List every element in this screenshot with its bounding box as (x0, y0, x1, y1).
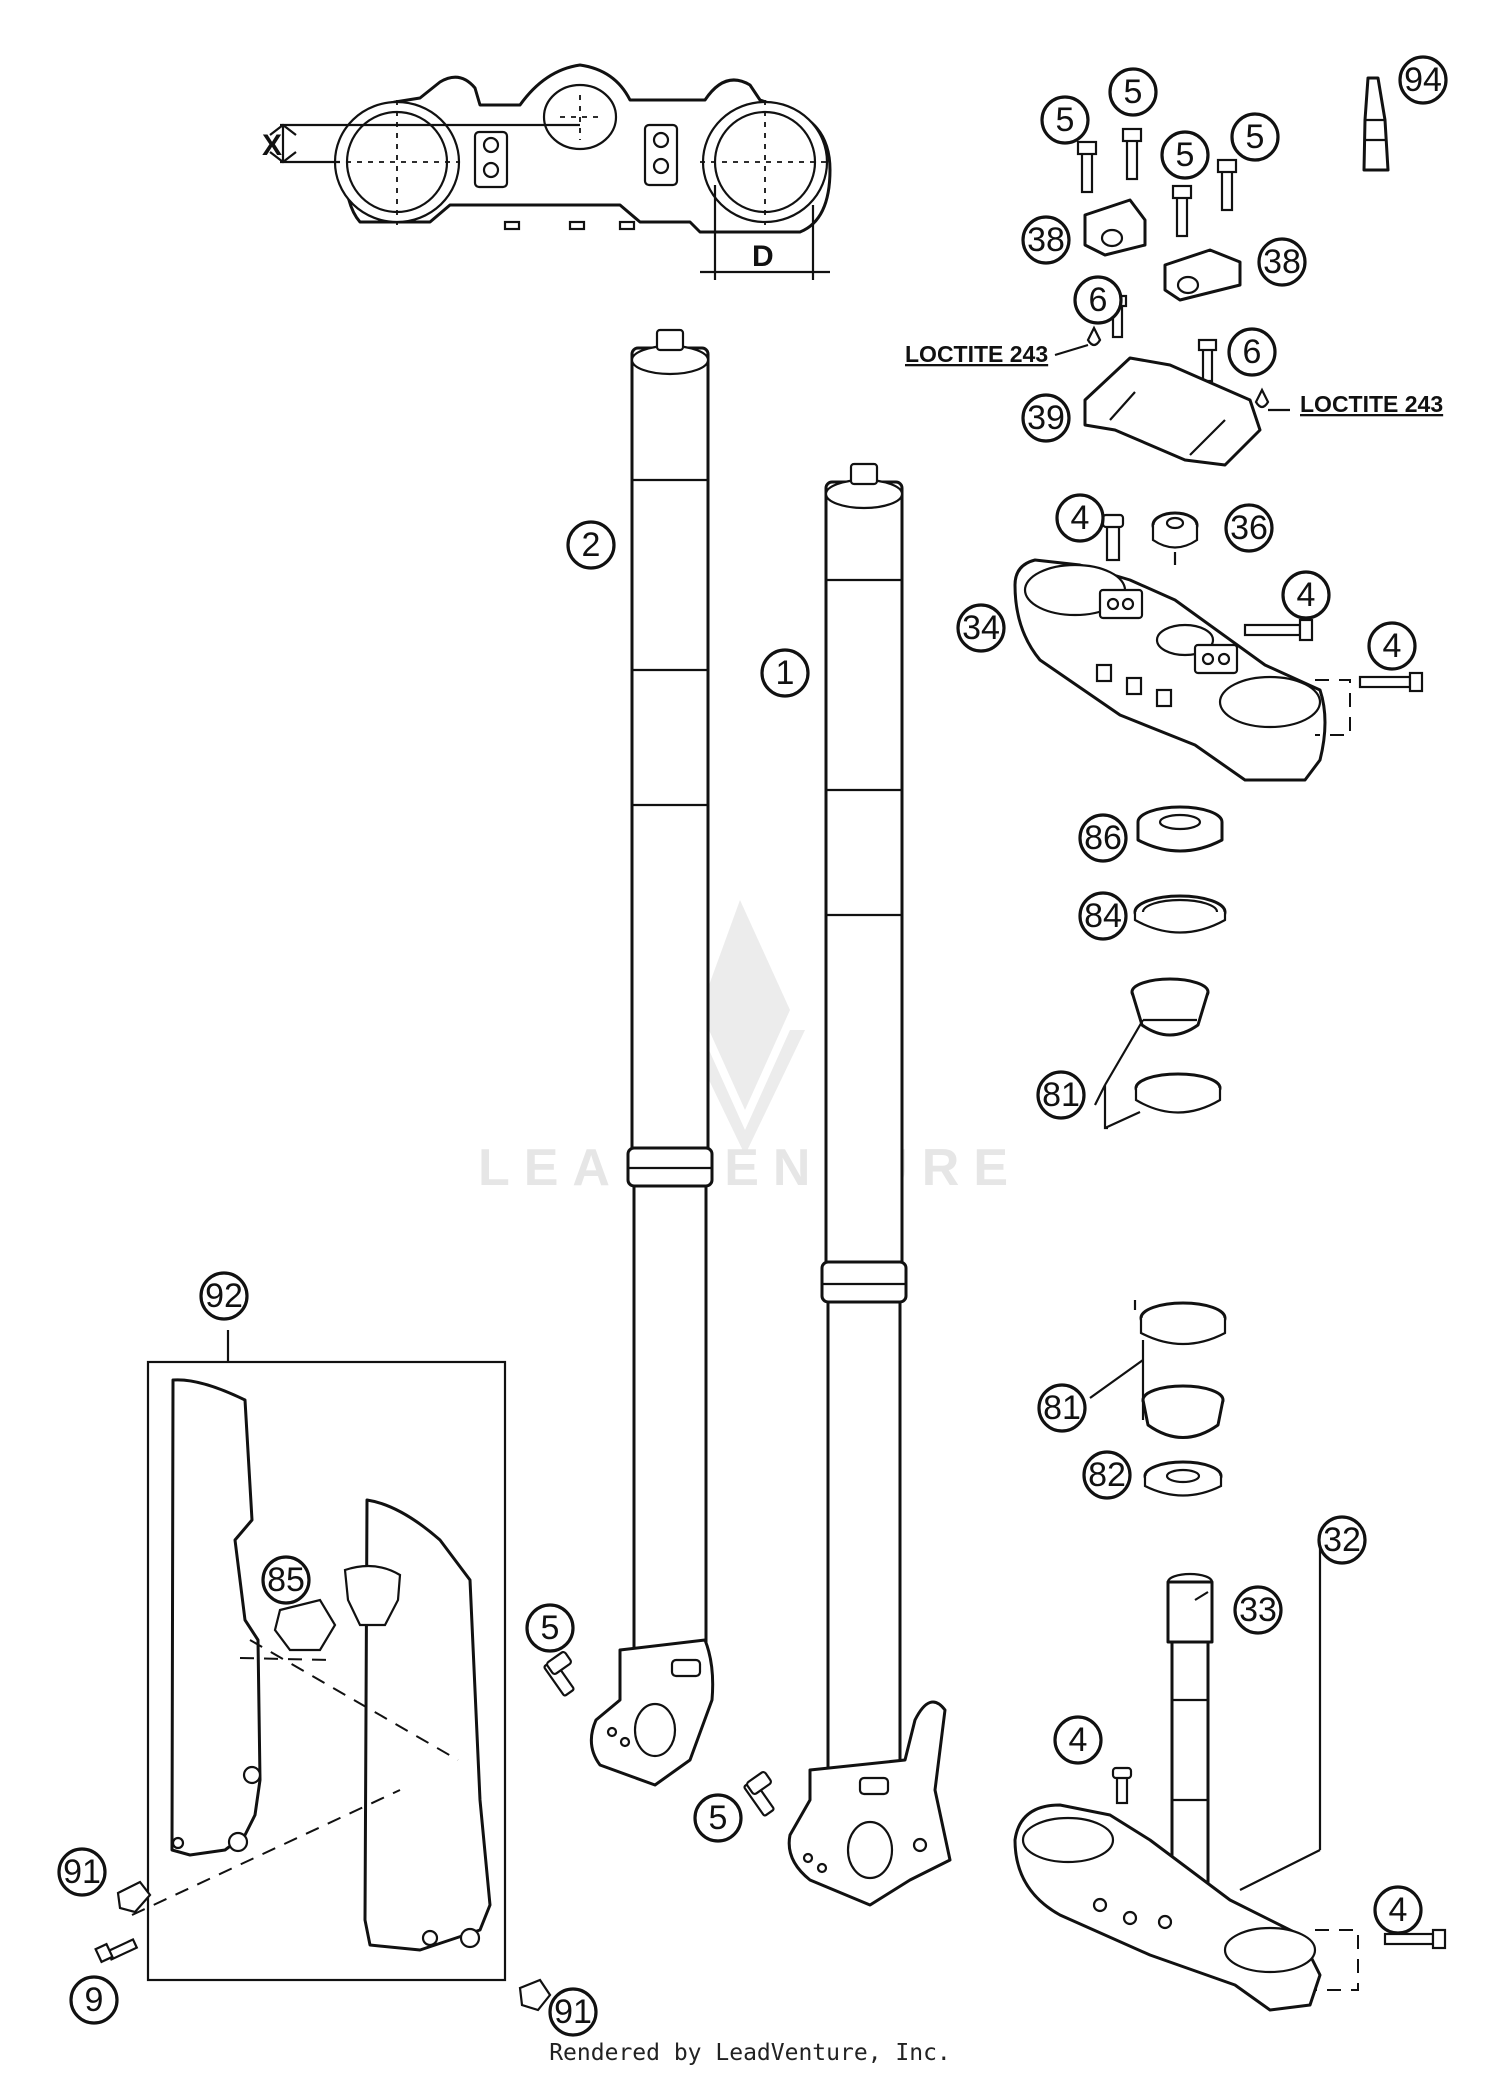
callouts: 1 2 5 5 5 5 94 38 38 6 6 39 4 36 4 34 4 … (57, 55, 1448, 2037)
svg-text:85: 85 (267, 1561, 305, 1599)
svg-text:6: 6 (1243, 333, 1262, 371)
svg-text:5: 5 (1056, 101, 1075, 139)
svg-text:81: 81 (1042, 1076, 1080, 1114)
callout-4-d: 4 (1053, 1715, 1103, 1765)
watermark: LEADVENTURE (478, 900, 1022, 1197)
bearing-81-upper (1094, 977, 1222, 1130)
callout-6-right: 6 (1227, 327, 1277, 377)
dimension-x-label: X (262, 129, 282, 162)
callout-4-b: 4 (1281, 570, 1331, 620)
callout-92: 92 (199, 1271, 249, 1321)
svg-text:5: 5 (1176, 136, 1195, 174)
fork-leg-2 (589, 328, 715, 1787)
callout-81-upper: 81 (1036, 1070, 1086, 1120)
dimension-d-label: D (752, 240, 774, 273)
fork-guard-kit (131, 1330, 507, 1982)
screw-9 (94, 1937, 139, 1964)
callout-94: 94 (1398, 55, 1448, 105)
svg-text:34: 34 (962, 609, 1000, 647)
seal-ring-84 (1133, 894, 1227, 934)
sealant-bottle-94 (1362, 76, 1390, 172)
callout-85: 85 (261, 1555, 311, 1605)
callout-1: 1 (760, 648, 810, 698)
svg-text:5: 5 (1124, 73, 1143, 111)
callout-82: 82 (1082, 1450, 1132, 1500)
svg-text:4: 4 (1069, 1721, 1088, 1759)
svg-text:82: 82 (1088, 1456, 1126, 1494)
handlebar-clamp-base-39 (1083, 356, 1262, 467)
callout-91-left: 91 (57, 1847, 107, 1897)
dust-seal-82 (1143, 1460, 1223, 1497)
guard-bolt-91-right (518, 1978, 552, 2012)
callout-91-right: 91 (548, 1987, 598, 2037)
render-credit: Rendered by LeadVenture, Inc. (549, 2040, 951, 2066)
lower-triple-clamp-32 (1013, 1535, 1447, 2012)
callout-4-e: 4 (1373, 1885, 1423, 1935)
callout-2: 2 (566, 520, 616, 570)
svg-text:32: 32 (1323, 1521, 1361, 1559)
svg-text:94: 94 (1404, 61, 1442, 99)
callout-86: 86 (1078, 813, 1128, 863)
fork-bolt-left (543, 1651, 575, 1697)
svg-text:4: 4 (1383, 627, 1402, 665)
callout-81-lower: 81 (1037, 1383, 1087, 1433)
svg-text:39: 39 (1027, 399, 1065, 437)
callout-38-right: 38 (1257, 237, 1307, 287)
svg-text:9: 9 (85, 1981, 104, 2019)
svg-text:4: 4 (1297, 576, 1316, 614)
handlebar-clamp-38-left (1083, 198, 1147, 257)
svg-text:81: 81 (1043, 1389, 1081, 1427)
fork-leg-1 (787, 462, 952, 1907)
callout-33: 33 (1233, 1585, 1283, 1635)
callout-32: 32 (1317, 1515, 1367, 1565)
watermark-text: LEADVENTURE (478, 1139, 1022, 1197)
upper-triple-clamp-34 (1013, 513, 1424, 782)
svg-text:4: 4 (1071, 499, 1090, 537)
svg-text:5: 5 (709, 1799, 728, 1837)
callout-34: 34 (956, 603, 1006, 653)
svg-text:84: 84 (1084, 897, 1122, 935)
svg-text:36: 36 (1230, 509, 1268, 547)
svg-text:6: 6 (1089, 281, 1108, 319)
callout-4-a: 4 (1055, 493, 1105, 543)
loctite-note-left: LOCTITE 243 (905, 341, 1048, 367)
callout-39: 39 (1021, 393, 1071, 443)
callout-5-top-a: 5 (1040, 95, 1090, 145)
bearing-81-lower (1089, 1300, 1227, 1439)
triple-clamp-dimension-view: X D (262, 63, 832, 280)
svg-text:86: 86 (1084, 819, 1122, 857)
svg-text:4: 4 (1389, 1891, 1408, 1929)
svg-text:91: 91 (554, 1993, 592, 2031)
svg-text:38: 38 (1263, 243, 1301, 281)
svg-text:1: 1 (776, 654, 795, 692)
steering-nut-36 (1151, 511, 1199, 565)
callout-36: 36 (1224, 503, 1274, 553)
svg-text:91: 91 (63, 1853, 101, 1891)
svg-text:38: 38 (1027, 221, 1065, 259)
svg-text:33: 33 (1239, 1591, 1277, 1629)
fork-bolt-right (743, 1771, 775, 1817)
callout-5-fork-right: 5 (693, 1793, 743, 1843)
callout-5-top-b: 5 (1108, 67, 1158, 117)
loctite-note-right: LOCTITE 243 (1300, 391, 1443, 417)
bolts-5-top (1076, 127, 1238, 238)
callout-5-top-d: 5 (1230, 112, 1280, 162)
callout-6-left: 6 (1073, 275, 1123, 325)
callout-9: 9 (69, 1975, 119, 2025)
handlebar-clamp-38-right (1163, 248, 1242, 302)
callout-84: 84 (1078, 891, 1128, 941)
guard-bolt-91-left (116, 1880, 152, 1914)
callout-38-left: 38 (1021, 215, 1071, 265)
svg-text:5: 5 (541, 1609, 560, 1647)
callout-5-top-c: 5 (1160, 130, 1210, 180)
svg-text:2: 2 (582, 526, 601, 564)
svg-text:92: 92 (205, 1277, 243, 1315)
dust-seal-86 (1136, 805, 1224, 853)
svg-text:5: 5 (1246, 118, 1265, 156)
callout-4-c: 4 (1367, 621, 1417, 671)
callout-5-fork-left: 5 (525, 1603, 575, 1653)
